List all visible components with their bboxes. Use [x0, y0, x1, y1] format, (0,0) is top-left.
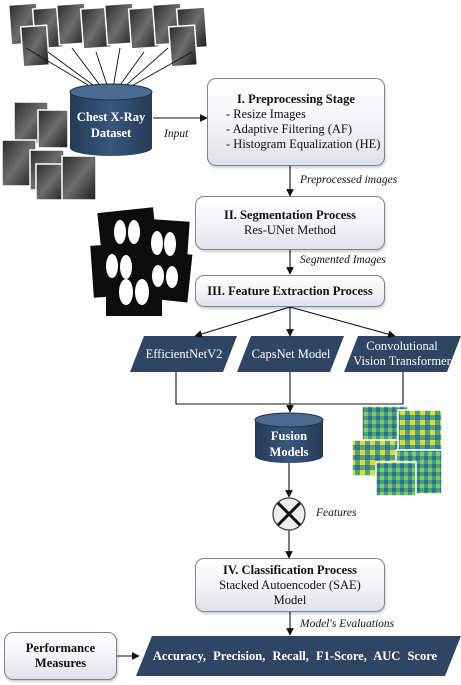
performance-line1: Performance	[25, 641, 96, 655]
segmented-label: Segmented Images	[300, 254, 386, 266]
features-label: Features	[316, 507, 357, 519]
preprocessing-item: - Adaptive Filtering (AF)	[226, 122, 353, 136]
metrics-text: Accuracy, Precision, Recall, F1-Score, A…	[152, 648, 438, 663]
combiner-circle	[272, 497, 306, 531]
model-cvt-line2: Vision Transformer	[353, 354, 451, 368]
dataset-label-line2: Dataset	[90, 126, 132, 140]
model-efficientnetv2: EfficientNetV2	[134, 336, 234, 372]
evaluations-label: Model's Evaluations	[300, 618, 395, 630]
classification-line3: Model	[273, 592, 307, 607]
feature-extraction-box: III. Feature Extraction Process	[195, 275, 385, 307]
dataset-label-line1: Chest X-Ray	[76, 110, 146, 125]
classification-box: IV. Classification Process Stacked Autoe…	[195, 558, 385, 612]
feature-heatmaps	[351, 405, 443, 497]
fan-lines	[25, 47, 193, 89]
fusion-label: Fusion Models	[255, 428, 323, 462]
model-capsnet: CapsNet Model	[241, 336, 341, 372]
segmentation-title: II. Segmentation Process	[223, 208, 357, 222]
preprocessing-title: I. Preprocessing Stage	[237, 92, 355, 106]
model-cvt: Convolutional Vision Transformer	[346, 336, 458, 372]
model-efficientnetv2-label: EfficientNetV2	[145, 346, 223, 361]
model-cvt-line1: Convolutional	[366, 339, 438, 353]
model-capsnet-label: CapsNet Model	[251, 346, 331, 361]
preprocessing-item: - Resize Images	[226, 107, 306, 121]
xray-images-top	[7, 2, 209, 68]
model-shapes	[130, 336, 461, 372]
preprocessing-item: - Histogram Equalization (HE)	[226, 137, 381, 151]
segmentation-box: II. Segmentation Process Res-UNet Method	[195, 196, 385, 250]
feature-extraction-title: III. Feature Extraction Process	[207, 283, 373, 298]
fusion-label-line1: Fusion	[270, 429, 308, 444]
fusion-cylinder	[254, 412, 324, 463]
input-label: Input	[164, 128, 189, 140]
arrow-to-cvt	[289, 306, 396, 338]
segmentation-masks	[90, 207, 193, 316]
dataset-label: Chest X-Ray Dataset	[70, 104, 152, 148]
arrow-to-efficientnet	[194, 306, 291, 338]
metrics-shape	[136, 636, 461, 676]
performance-box: Performance Measures	[4, 632, 117, 680]
classification-title: IV. Classification Process	[223, 562, 357, 577]
fusion-label-line2: Models	[269, 445, 309, 459]
xray-images-left	[1, 101, 97, 201]
performance-line2: Measures	[34, 656, 87, 670]
segmentation-method: Res-UNet Method	[244, 223, 336, 237]
preprocessing-box: I. Preprocessing Stage - Resize Images -…	[207, 78, 385, 166]
preprocessed-label: Preprocessed images	[300, 174, 398, 186]
dataset-cylinder	[69, 83, 153, 156]
classification-line2: Stacked Autoencoder (SAE)	[219, 577, 361, 592]
